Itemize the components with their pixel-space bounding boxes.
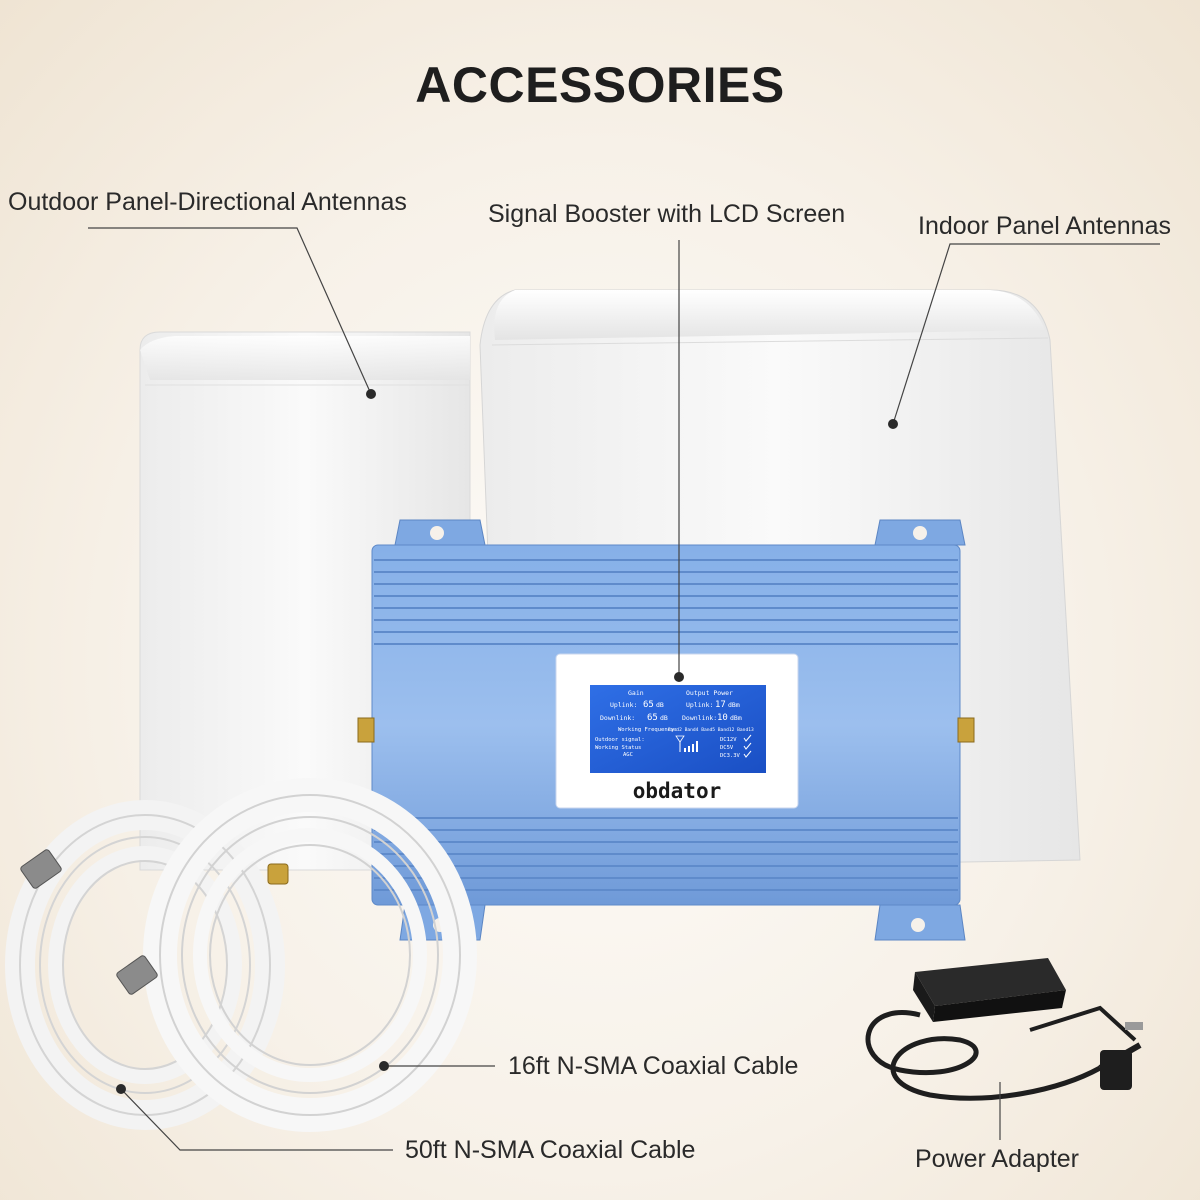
n-type-connector-icon [20,849,289,995]
lcd-outdoor-signal: Outdoor signal: [595,737,645,743]
check-icon [743,734,752,758]
lcd-downlink-gain-unit: dB [660,714,668,722]
cable-50ft-coil [5,800,285,1130]
leader-dots [116,389,898,1094]
label-signal-booster: Signal Booster with LCD Screen [488,200,846,228]
label-indoor-antenna: Indoor Panel Antennas [918,212,1171,240]
left-sma-connector [357,717,375,743]
lcd-agc: AGC [623,752,633,758]
lcd-uplink-gain: 65 [643,700,654,710]
lcd-uplink-power: 17 [715,700,726,710]
lcd-downlink-power: 10 [717,713,728,723]
leader-lines [88,227,1160,1151]
lcd-working-status: Working Status [595,745,641,751]
lcd-output-header: Output Power [686,689,733,697]
lcd-uplink-power-label: Uplink: [686,701,713,709]
right-sma-connector [957,717,975,743]
lcd-dc12v: DC12V [720,737,737,743]
lcd-downlink-power-unit: dBm [730,714,742,722]
lcd-gain-header: Gain [628,689,644,697]
lcd-uplink-power-unit: dBm [728,701,740,709]
lcd-uplink-label: Uplink: [610,701,637,709]
page-title: ACCESSORIES [415,57,785,113]
lcd-screen [590,685,766,773]
lcd-downlink-label: Downlink: [600,714,635,722]
label-cable-50ft: 50ft N-SMA Coaxial Cable [405,1136,696,1164]
lcd-downlink-gain: 65 [647,713,658,723]
label-outdoor-antenna: Outdoor Panel-Directional Antennas [8,188,407,216]
lcd-dc5v: DC5V [720,745,734,751]
label-cable-16ft: 16ft N-SMA Coaxial Cable [508,1052,799,1080]
cable-16ft-coil [143,778,477,1132]
lcd-downlink-power-label: Downlink: [682,714,717,722]
power-adapter-device [865,958,1143,1101]
signal-bars-icon [675,735,698,752]
lcd-bands: Band2 Band4 Band5 Band12 Band13 [668,727,754,733]
device-brand-logo: obdator [633,779,722,803]
label-power-adapter: Power Adapter [915,1145,1079,1173]
signal-booster-device [357,519,975,941]
lcd-uplink-gain-unit: dB [656,701,664,709]
lcd-working-frequency: Working Frequency: [618,727,678,733]
lcd-dc33v: DC3.3V [720,753,741,759]
